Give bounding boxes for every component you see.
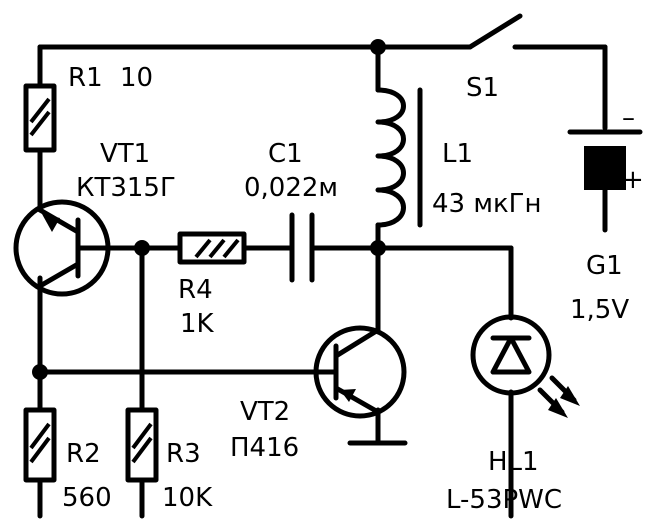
resistor-r4 — [177, 231, 247, 265]
junction-emitter — [32, 364, 48, 380]
r4-value: 1K — [180, 309, 215, 339]
resistor-r3 — [125, 407, 159, 483]
c1-ref: C1 — [268, 139, 303, 169]
wires — [37, 44, 608, 519]
g1-plus-sign: + — [622, 165, 644, 195]
r3-ref: R3 — [166, 439, 201, 469]
led-hl1 — [470, 314, 580, 418]
vt2-ref: VT2 — [240, 397, 290, 427]
r2-value: 560 — [62, 483, 112, 513]
l1-ref: L1 — [442, 139, 473, 169]
resistor-r2 — [23, 407, 57, 483]
s1-ref: S1 — [466, 73, 499, 103]
r4-ref: R4 — [178, 275, 213, 305]
transistor-vt2 — [313, 325, 407, 419]
g1-minus-sign: – — [622, 103, 635, 133]
junction-top — [370, 39, 386, 55]
r1-value: 10 — [120, 63, 153, 93]
inductor-l1 — [375, 87, 423, 228]
g1-value: 1,5V — [570, 295, 629, 325]
battery-g1 — [567, 129, 643, 190]
junction-base — [134, 240, 150, 256]
c1-value: 0,022м — [244, 173, 338, 203]
hl1-type: L-53PWC — [446, 485, 562, 515]
switch-s1 — [467, 13, 523, 50]
hl1-ref: HL1 — [488, 447, 539, 477]
r3-value: 10K — [162, 483, 213, 513]
l1-value: 43 мкГн — [432, 189, 542, 219]
vt1-ref: VT1 — [100, 139, 150, 169]
transistor-vt1 — [13, 199, 111, 297]
vt1-type: КТ315Г — [76, 173, 176, 203]
capacitor-c1 — [289, 212, 315, 283]
r2-ref: R2 — [66, 439, 101, 469]
junction-dots — [32, 39, 386, 380]
resistor-r1 — [23, 83, 57, 153]
vt2-type: П416 — [230, 433, 299, 463]
r1-ref: R1 — [68, 63, 103, 93]
junction-collector — [370, 240, 386, 256]
g1-ref: G1 — [586, 251, 623, 281]
